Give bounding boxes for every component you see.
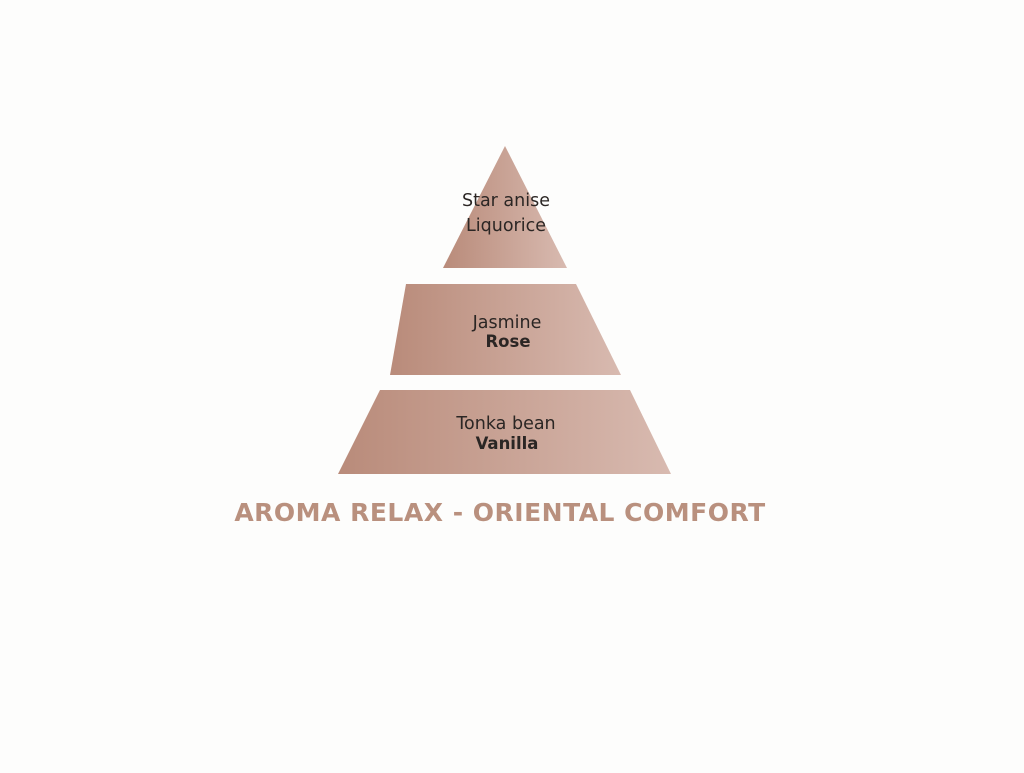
top-note-1: Star anise bbox=[462, 191, 550, 211]
top-note-2: Liquorice bbox=[466, 216, 546, 236]
base-note-2: Vanilla bbox=[476, 434, 539, 453]
heart-note-1: Jasmine bbox=[472, 313, 542, 333]
pyramid-tier-top bbox=[443, 146, 567, 268]
heart-note-2: Rose bbox=[485, 332, 530, 351]
pyramid-tier-middle bbox=[390, 284, 621, 375]
pyramid-title: AROMA RELAX - ORIENTAL COMFORT bbox=[234, 498, 766, 527]
base-note-1: Tonka bean bbox=[455, 414, 555, 434]
pyramid-tier-bottom bbox=[338, 390, 671, 474]
